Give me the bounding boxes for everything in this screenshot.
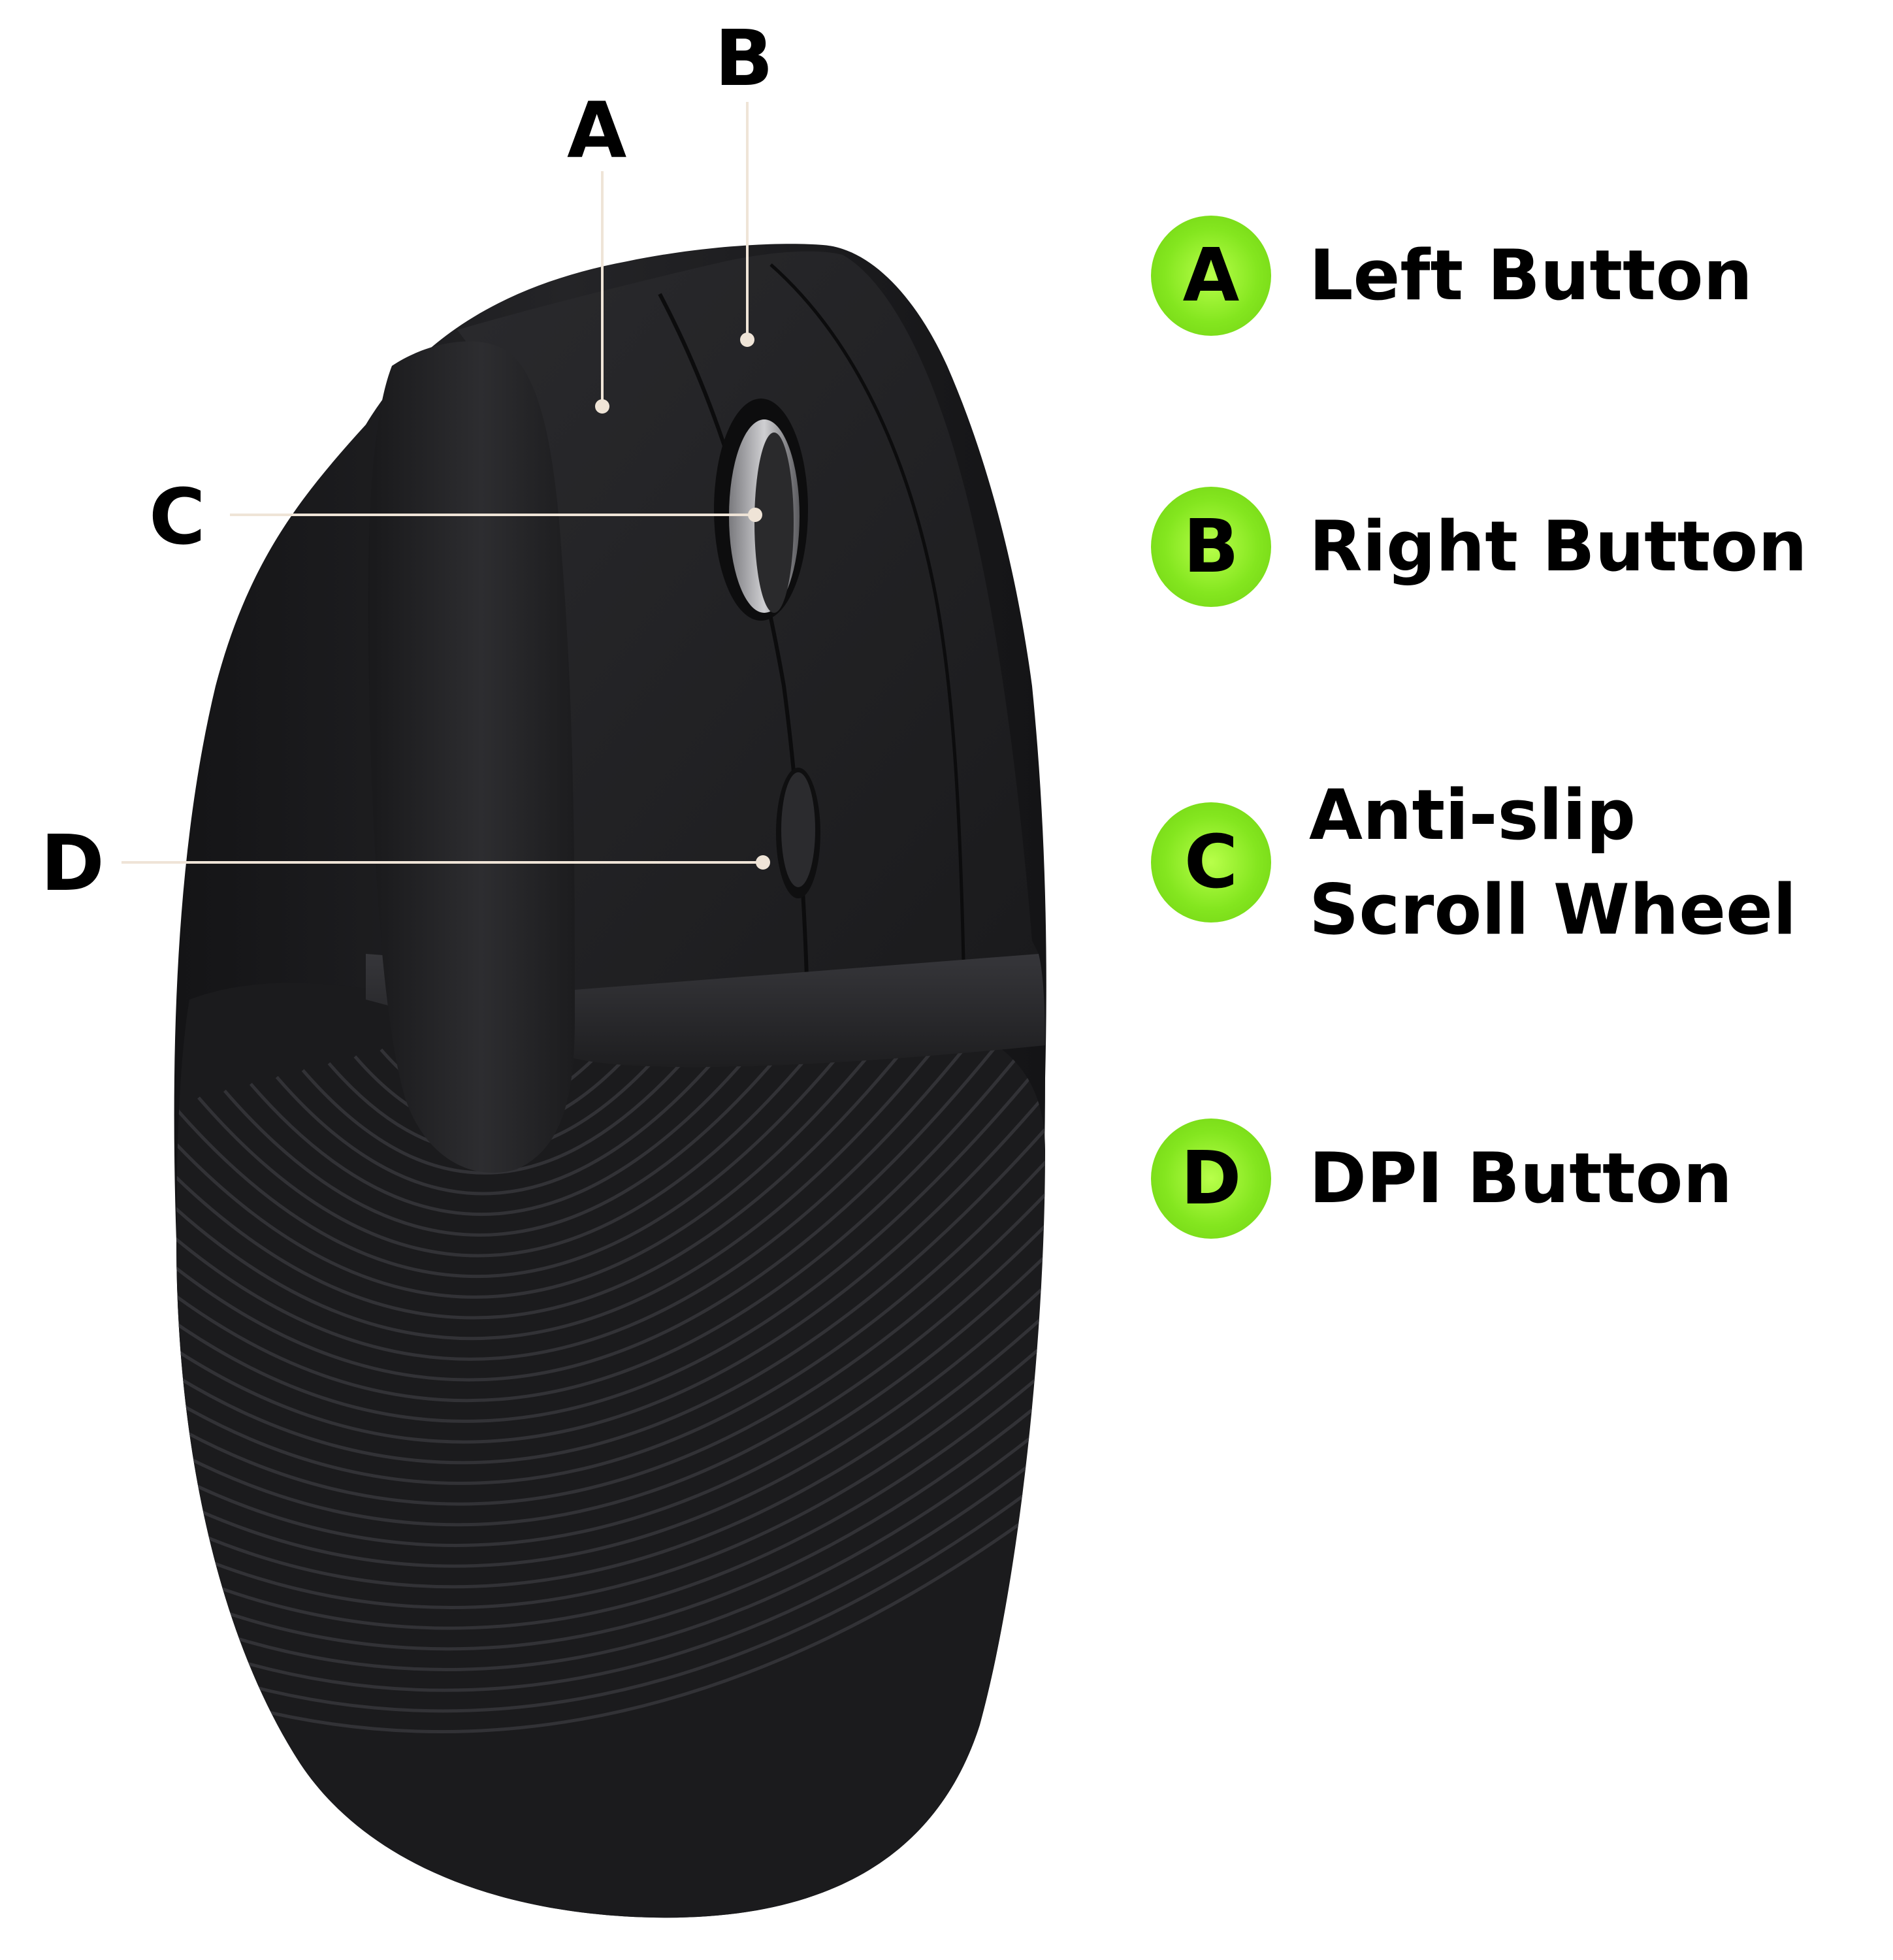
grip-arc	[197, 1034, 827, 1258]
grip-arc	[223, 1032, 798, 1237]
thumb-ridge	[368, 341, 575, 1173]
scroll-wheel	[714, 399, 808, 621]
callout-d: D	[40, 818, 105, 908]
grip-arc	[176, 1039, 943, 1341]
leader-lines	[121, 102, 770, 870]
legend-badge-a: A	[1151, 216, 1271, 336]
grip-arc	[176, 1060, 1045, 1651]
legend-row-b: B Right Button	[1151, 487, 1807, 607]
grip-arc	[176, 1057, 1045, 1609]
button-panel	[457, 251, 1039, 990]
callout-c: C	[149, 472, 206, 562]
dpi-button	[776, 768, 820, 898]
legend-badge-d: D	[1151, 1119, 1271, 1239]
grip-arc	[176, 1046, 1045, 1444]
grip-arc	[176, 1047, 1045, 1465]
legend-badge-c: C	[1151, 802, 1271, 923]
grip-arc	[176, 1061, 1045, 1671]
grip-arc	[176, 1045, 1045, 1423]
legend-label-a: Left Button	[1309, 235, 1753, 316]
grip-arc	[176, 1058, 1045, 1630]
legend-label-d: DPI Button	[1309, 1138, 1732, 1219]
callout-b: B	[715, 13, 773, 103]
grip-arc	[249, 1031, 769, 1217]
grip-arc	[176, 1037, 914, 1320]
legend-label-c: Anti-slip Scroll Wheel	[1309, 775, 1797, 951]
grip-arc	[176, 1043, 1029, 1403]
grip-arc	[176, 1062, 1045, 1692]
grip-arc	[176, 1049, 1045, 1485]
grip-arc	[176, 1065, 1045, 1733]
legend-row-a: A Left Button	[1151, 216, 1753, 336]
legend-row-d: D DPI Button	[1151, 1119, 1732, 1239]
grip-arc	[176, 1054, 1045, 1568]
grip-arc	[176, 1053, 1045, 1547]
grip-arc	[176, 1040, 971, 1361]
callout-a: A	[567, 85, 627, 175]
legend-label-b: Right Button	[1309, 506, 1807, 587]
grip-arc	[275, 1030, 741, 1196]
legend-row-c: C Anti-slip Scroll Wheel	[1151, 768, 1796, 957]
grip-arc	[176, 1035, 856, 1279]
grip-arc	[176, 1036, 885, 1299]
grip-texture	[176, 983, 1045, 1918]
grip-arc	[176, 1051, 1045, 1527]
grip-arc	[176, 1042, 1000, 1382]
grip-arc	[176, 1050, 1045, 1506]
legend-badge-b: B	[1151, 487, 1271, 607]
grip-arc	[176, 1064, 1045, 1713]
